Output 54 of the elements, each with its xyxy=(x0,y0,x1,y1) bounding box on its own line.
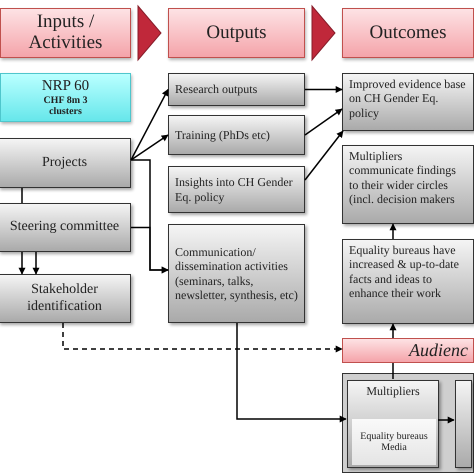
process-box xyxy=(0,138,131,188)
empty-box xyxy=(455,380,472,468)
arrow xyxy=(130,134,169,161)
connector-line xyxy=(21,188,23,203)
node-text: Communication/ dissemination activities (seminars, talks, newsletter, synthesis, etc) xyxy=(175,244,298,302)
node-text: Multipliers xyxy=(365,384,421,398)
arrow xyxy=(130,88,169,160)
stage-title: Outputs xyxy=(206,22,267,44)
process-box xyxy=(342,145,474,224)
audience-panel xyxy=(342,373,474,473)
arrow xyxy=(18,252,26,275)
arrow xyxy=(438,416,455,424)
stage-header xyxy=(168,8,305,58)
process-box xyxy=(168,166,305,213)
arrow xyxy=(390,223,396,239)
process-box xyxy=(342,239,474,324)
group-list-box xyxy=(352,419,436,465)
node-title: NRP 60 xyxy=(42,78,90,95)
node-text: Equality bureaus Media xyxy=(359,430,429,454)
arrow xyxy=(32,252,40,275)
process-box xyxy=(347,380,439,468)
node-text: Projects xyxy=(42,154,88,172)
chevron-arrow xyxy=(312,4,336,62)
arrow xyxy=(62,323,343,352)
node-text: Stakeholder identification xyxy=(26,282,103,316)
node-text: Audienc xyxy=(409,340,469,361)
arrow xyxy=(390,323,396,338)
node-text: Equality bureaus have increased & up-to-date facts and ideas to enhance their work xyxy=(349,243,460,301)
process-box xyxy=(168,224,305,323)
process-box xyxy=(342,73,474,131)
process-box xyxy=(0,203,131,252)
arrow xyxy=(305,86,343,93)
node-text: CHF 8m 3 clusters xyxy=(42,95,89,117)
node-text: Steering committee xyxy=(10,219,120,236)
stage-header xyxy=(342,8,474,58)
node-text: Multipliers communicate findings to their wider circles (incl. decision makers xyxy=(349,149,457,207)
funding-box xyxy=(0,73,131,122)
stage-title: Outcomes xyxy=(369,22,447,44)
node-text: Insights into CH Gender Eq. policy xyxy=(175,175,294,204)
arrow xyxy=(236,323,347,422)
node-text: Improved evidence base on CH Gender Eq. policy xyxy=(349,77,467,120)
process-box xyxy=(168,115,305,155)
chevron-arrow xyxy=(138,4,162,62)
arrow xyxy=(304,130,344,180)
audience-band xyxy=(342,338,474,363)
node-text: Training (PhDs etc) xyxy=(175,128,271,142)
node-text: Research outputs xyxy=(175,82,258,97)
connector-line xyxy=(392,363,394,379)
stage-header xyxy=(0,8,131,58)
process-box xyxy=(0,274,131,323)
arrow xyxy=(131,226,169,274)
stage-title: Inputs / Activities xyxy=(28,12,104,54)
arrow xyxy=(304,108,343,136)
process-box xyxy=(168,73,305,106)
